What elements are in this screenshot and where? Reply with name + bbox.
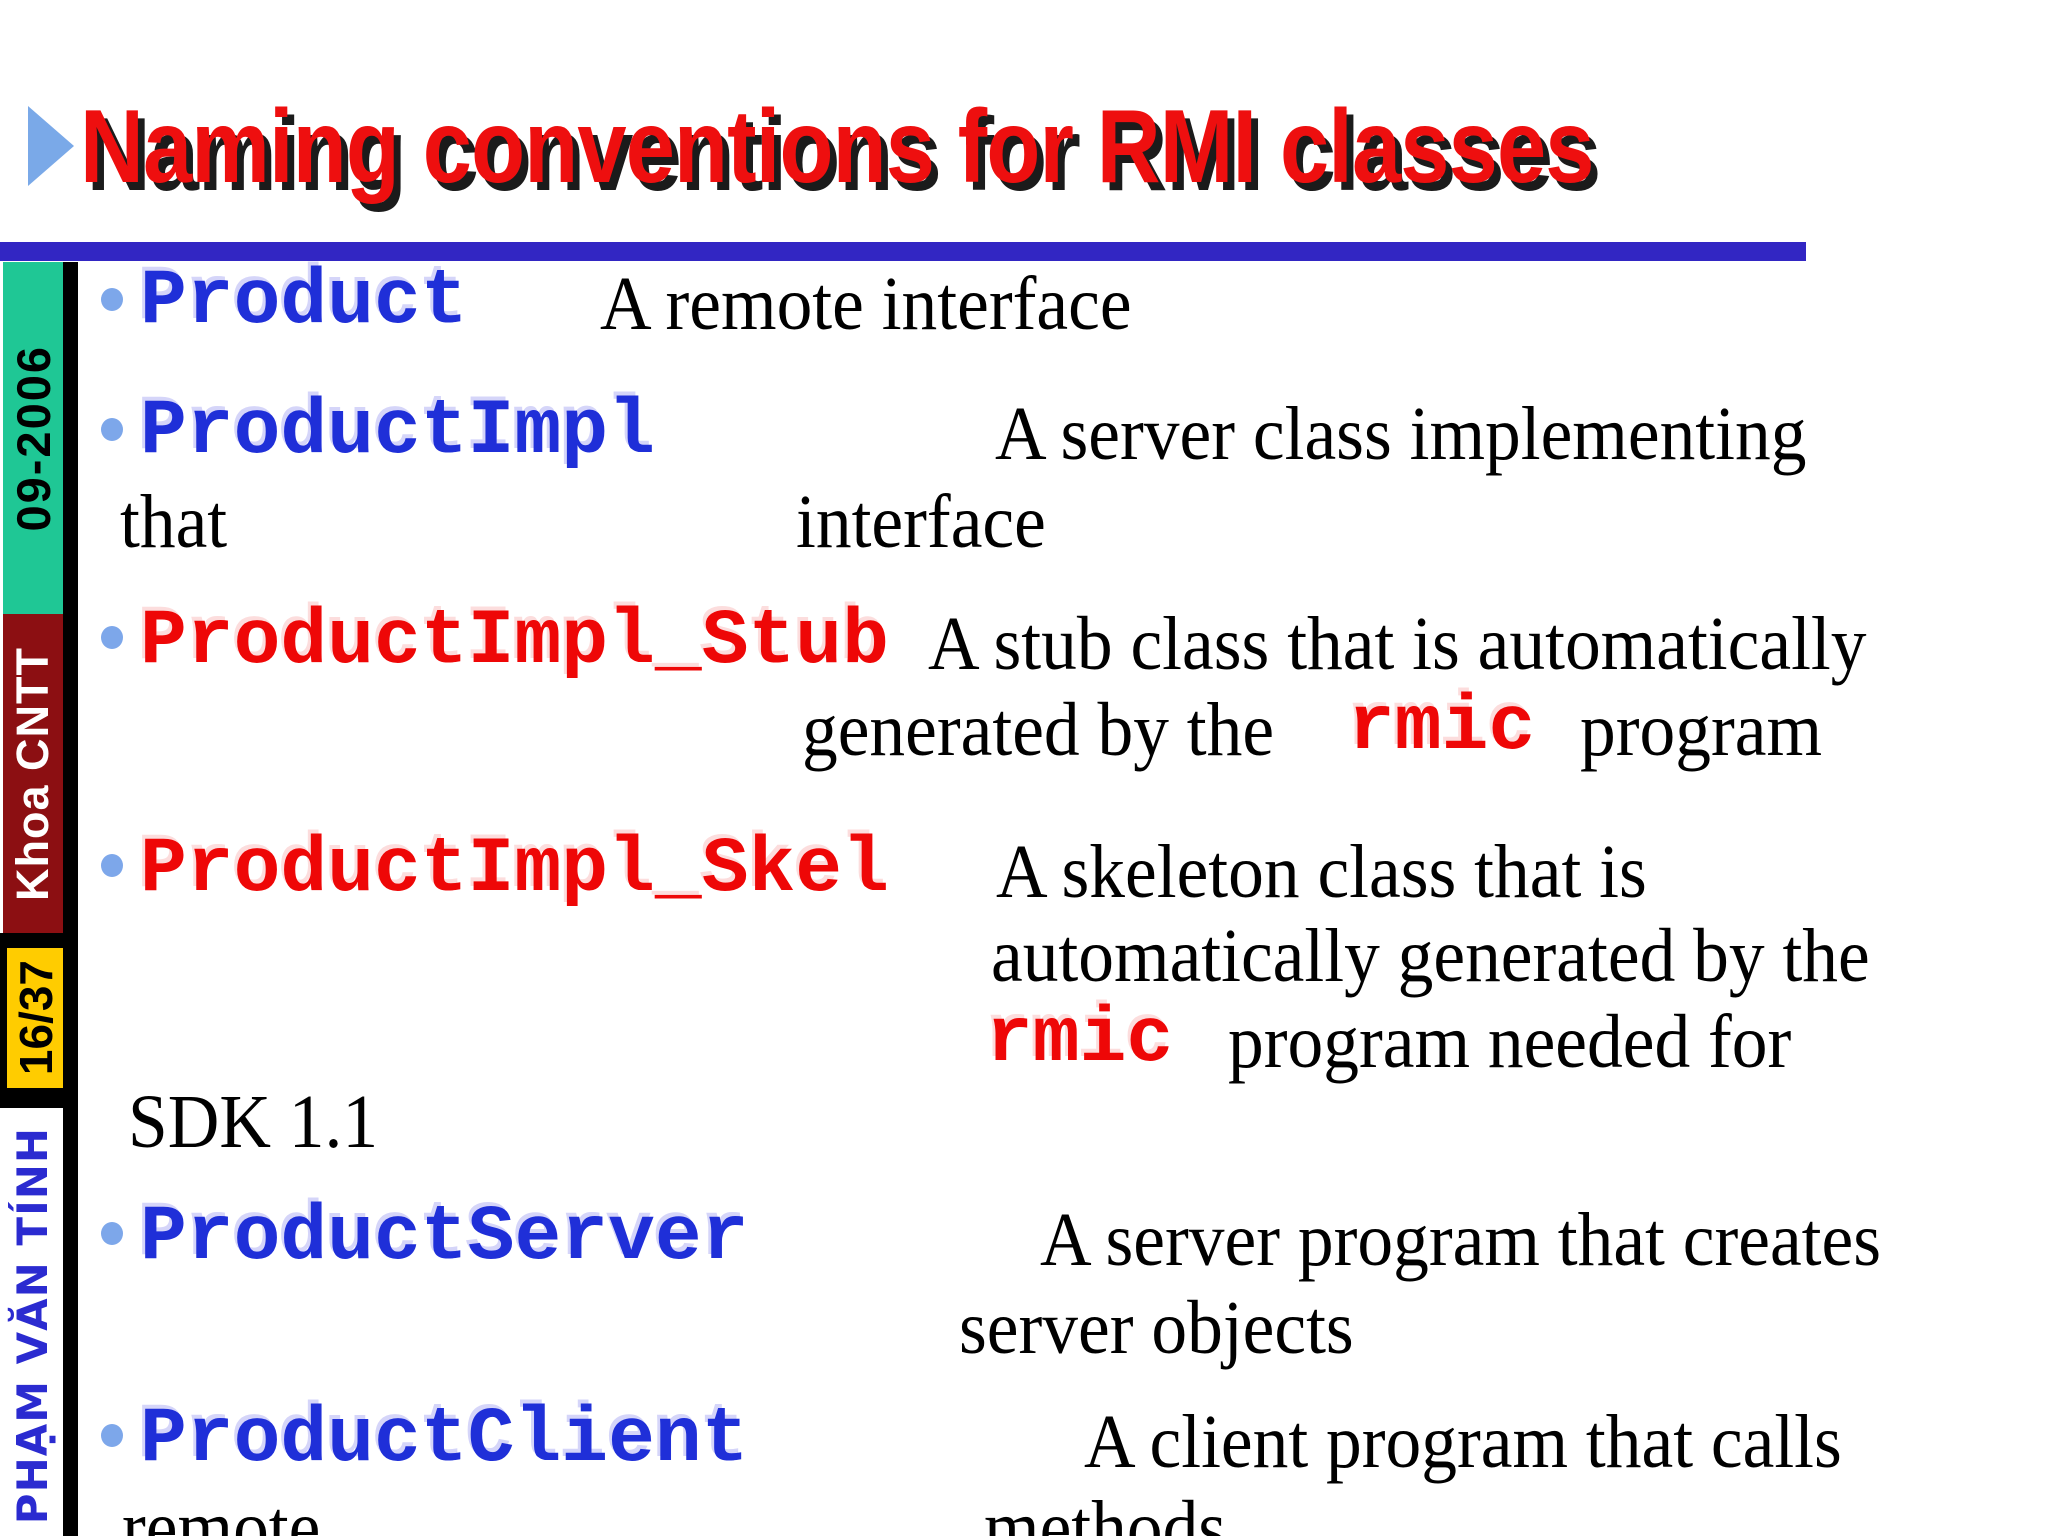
class-desc-server-line1: A server program that creates [1040,1198,1882,1282]
class-name-productclient: ProductClient [140,1396,749,1484]
sidebar-author-label: PHẠM VĂN TÍNH [7,1126,57,1525]
class-name-productimpl-skel: ProductImpl_Skel [140,826,889,914]
page-title: Naming conventions for RMI classes [80,89,1594,205]
bullet-icon [101,288,123,311]
rmic-keyword: rmic [1348,684,1536,772]
sidebar-date-label: 09-2006 [6,344,60,532]
sidebar-author-block: PHẠM VĂN TÍNH [0,1115,64,1536]
bullet-icon [101,1424,123,1447]
class-desc-client-cont-left: remote [122,1486,321,1536]
sidebar-page-label: 16/37 [9,960,62,1076]
sidebar-divider-line [63,262,78,1536]
class-desc-client-line1: A client program that calls [1084,1400,1842,1484]
bullet-icon [101,854,123,877]
class-desc-stub-line2-pre: generated by the [802,688,1275,772]
class-desc-product: A remote interface [600,262,1132,346]
sidebar-page-block: 16/37 [0,933,64,1108]
rmic-keyword: rmic [986,996,1174,1084]
bullet-icon [101,418,123,441]
class-desc-productimpl-cont-right: interface [796,480,1046,564]
class-name-productserver: ProductServer [140,1194,749,1282]
sidebar-page-inner: 16/37 [7,948,64,1088]
title-arrow-icon [28,106,74,186]
class-desc-server-line2: server objects [959,1286,1354,1370]
class-name-productimpl: ProductImpl [140,388,655,476]
class-name-product: Product [140,258,468,346]
class-desc-stub-line2-post: program [1580,688,1823,772]
sidebar-date-block: 09-2006 [3,262,63,614]
class-desc-skel-line3-post: program needed for [1228,1000,1792,1084]
sidebar-department-block: Khoa CNTT [3,614,63,933]
sidebar-department-label: Khoa CNTT [7,646,58,901]
class-desc-productimpl-line1: A server class implementing [995,392,1807,476]
class-desc-skel-line2: automatically generated by the [991,914,1870,998]
class-desc-productimpl-cont-left: that [120,480,228,564]
class-desc-skel-line1: A skeleton class that is [996,830,1647,914]
class-desc-stub-line1: A stub class that is automatically [928,602,1867,686]
bullet-icon [101,626,123,649]
class-desc-skel-cont-left: SDK 1.1 [128,1080,379,1164]
title-divider-rule [0,242,1806,261]
class-name-productimpl-stub: ProductImpl_Stub [140,598,889,686]
bullet-icon [101,1222,123,1245]
class-desc-client-cont-right: methods [984,1486,1227,1536]
